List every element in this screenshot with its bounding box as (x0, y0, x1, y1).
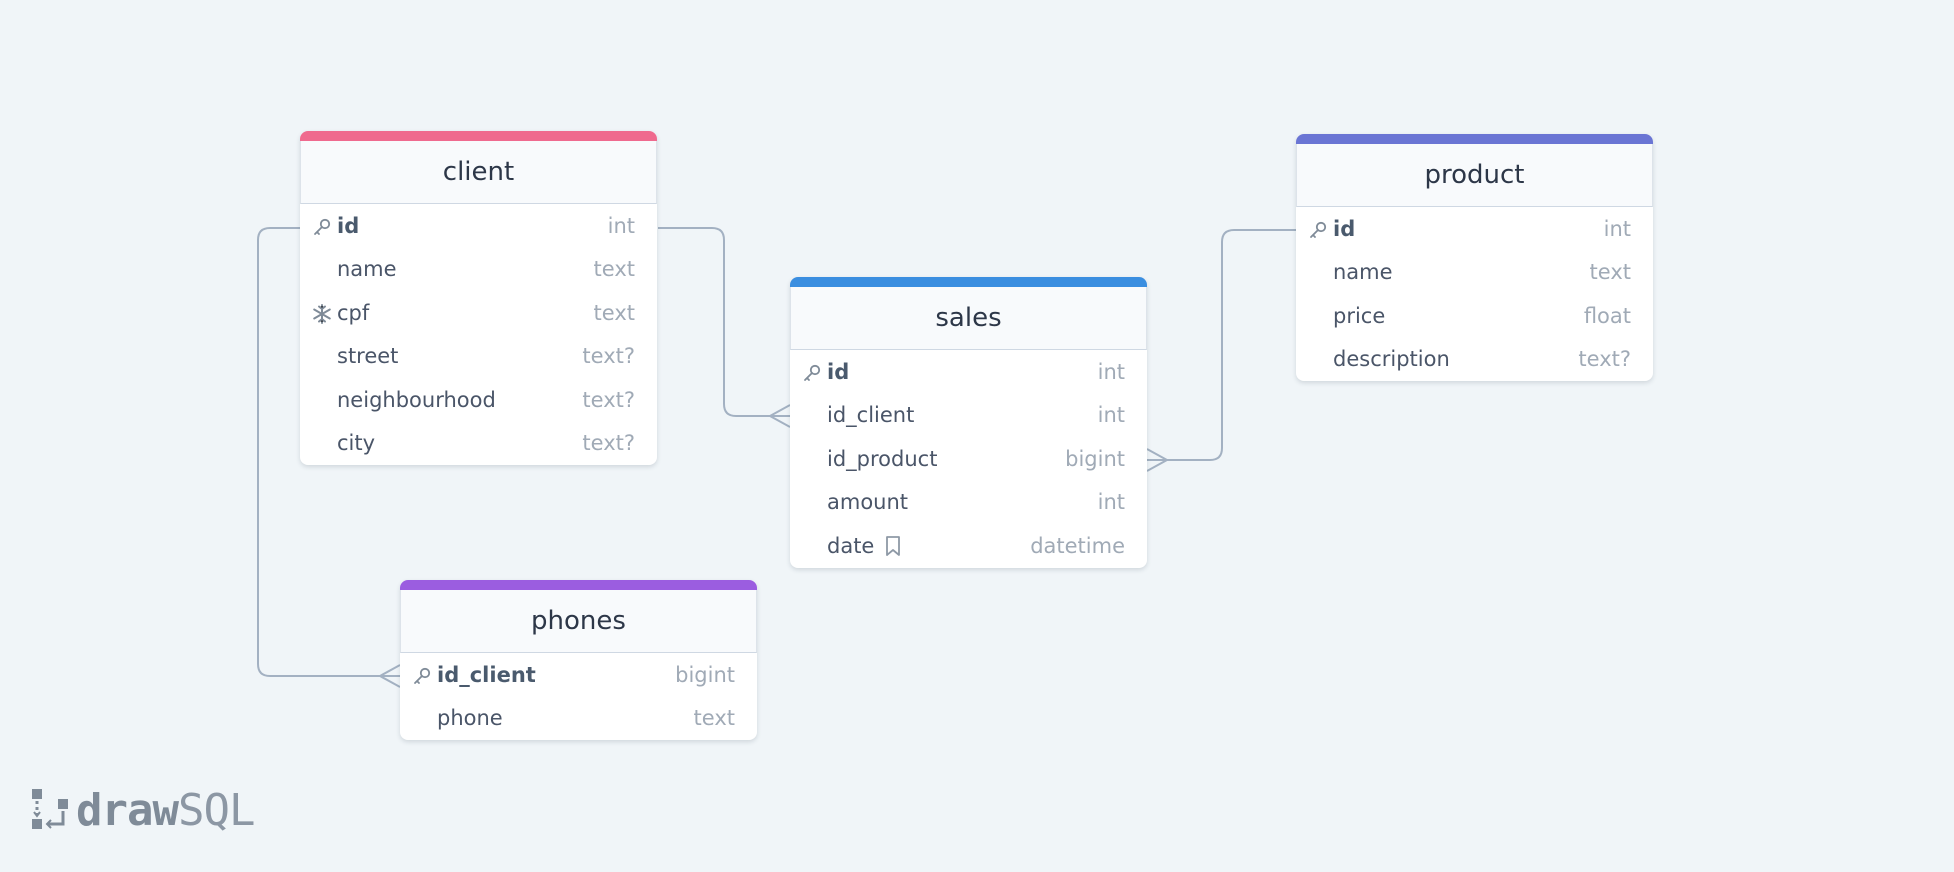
column-row[interactable]: phone text (400, 697, 757, 741)
column-row[interactable]: amount int (790, 481, 1147, 525)
column-name: city (337, 431, 376, 456)
bookmark-icon[interactable] (884, 535, 902, 557)
column-row[interactable]: id int (1296, 207, 1653, 251)
column-name: date (827, 534, 902, 558)
column-type: text? (1578, 347, 1631, 372)
table-color-bar (400, 580, 757, 590)
table-color-bar (1296, 134, 1653, 144)
table-color-bar (300, 131, 657, 141)
column-type: text (593, 257, 635, 282)
column-type: text (593, 300, 635, 325)
logo-text-sql: SQL (177, 785, 255, 836)
relation-product-sales (1147, 229, 1296, 461)
column-name: id_product (827, 446, 938, 471)
key-icon (801, 362, 823, 384)
table-title: product (1296, 144, 1653, 207)
table-product[interactable]: product id int name text price float descriptio… (1296, 134, 1653, 381)
column-row[interactable]: id_client int (790, 394, 1147, 438)
key-icon (411, 665, 433, 687)
column-row[interactable]: name text (300, 248, 657, 292)
column-type: float (1583, 303, 1631, 328)
column-type: int (607, 213, 635, 238)
column-type: int (1097, 403, 1125, 428)
column-type: bigint (1065, 446, 1125, 471)
column-name: street (337, 344, 399, 369)
column-name: cpf (337, 300, 370, 325)
column-name: id_client (827, 403, 915, 428)
column-type: text? (582, 344, 635, 369)
column-row[interactable]: id int (300, 204, 657, 248)
column-name: name (1333, 260, 1393, 285)
crowfoot-client-phones (377, 664, 401, 688)
column-row[interactable]: name text (1296, 251, 1653, 295)
column-type: int (1097, 490, 1125, 515)
relation-client-phones (257, 227, 400, 677)
column-name: phone (437, 706, 503, 731)
relation-client-sales (658, 227, 790, 417)
key-icon (311, 216, 333, 238)
logo-text-draw: draw (76, 785, 179, 836)
column-type: text? (582, 431, 635, 456)
column-name: description (1333, 347, 1450, 372)
column-name: id (337, 213, 360, 238)
table-title: sales (790, 287, 1147, 350)
column-type: text (693, 706, 735, 731)
column-type: int (1097, 359, 1125, 384)
column-type: bigint (675, 662, 735, 687)
column-name: name (337, 257, 397, 282)
column-row[interactable]: description text? (1296, 338, 1653, 382)
column-row[interactable]: id_client bigint (400, 653, 757, 697)
column-type: text (1589, 260, 1631, 285)
column-row[interactable]: cpf text (300, 291, 657, 335)
column-row[interactable]: id int (790, 350, 1147, 394)
table-phones[interactable]: phones id_client bigint phone text (400, 580, 757, 740)
column-name: id (827, 359, 850, 384)
column-type: datetime (1030, 533, 1125, 558)
crowfoot-client-sales (767, 404, 791, 428)
snowflake-icon (311, 303, 333, 325)
column-row[interactable]: street text? (300, 335, 657, 379)
column-type: text? (582, 387, 635, 412)
column-name: id_client (437, 662, 536, 687)
column-row[interactable]: price float (1296, 294, 1653, 338)
column-name: price (1333, 303, 1386, 328)
drawsql-logo-icon (30, 787, 70, 835)
key-icon (1307, 219, 1329, 241)
column-row[interactable]: neighbourhood text? (300, 378, 657, 422)
column-name: id (1333, 216, 1356, 241)
column-row[interactable]: id_product bigint (790, 437, 1147, 481)
column-name: neighbourhood (337, 387, 496, 412)
crowfoot-product-sales (1146, 448, 1170, 472)
column-row[interactable]: city text? (300, 422, 657, 466)
column-type: int (1603, 216, 1631, 241)
column-name: amount (827, 490, 909, 515)
column-row[interactable]: date datetime (790, 524, 1147, 568)
table-title: phones (400, 590, 757, 653)
table-color-bar (790, 277, 1147, 287)
table-title: client (300, 141, 657, 204)
